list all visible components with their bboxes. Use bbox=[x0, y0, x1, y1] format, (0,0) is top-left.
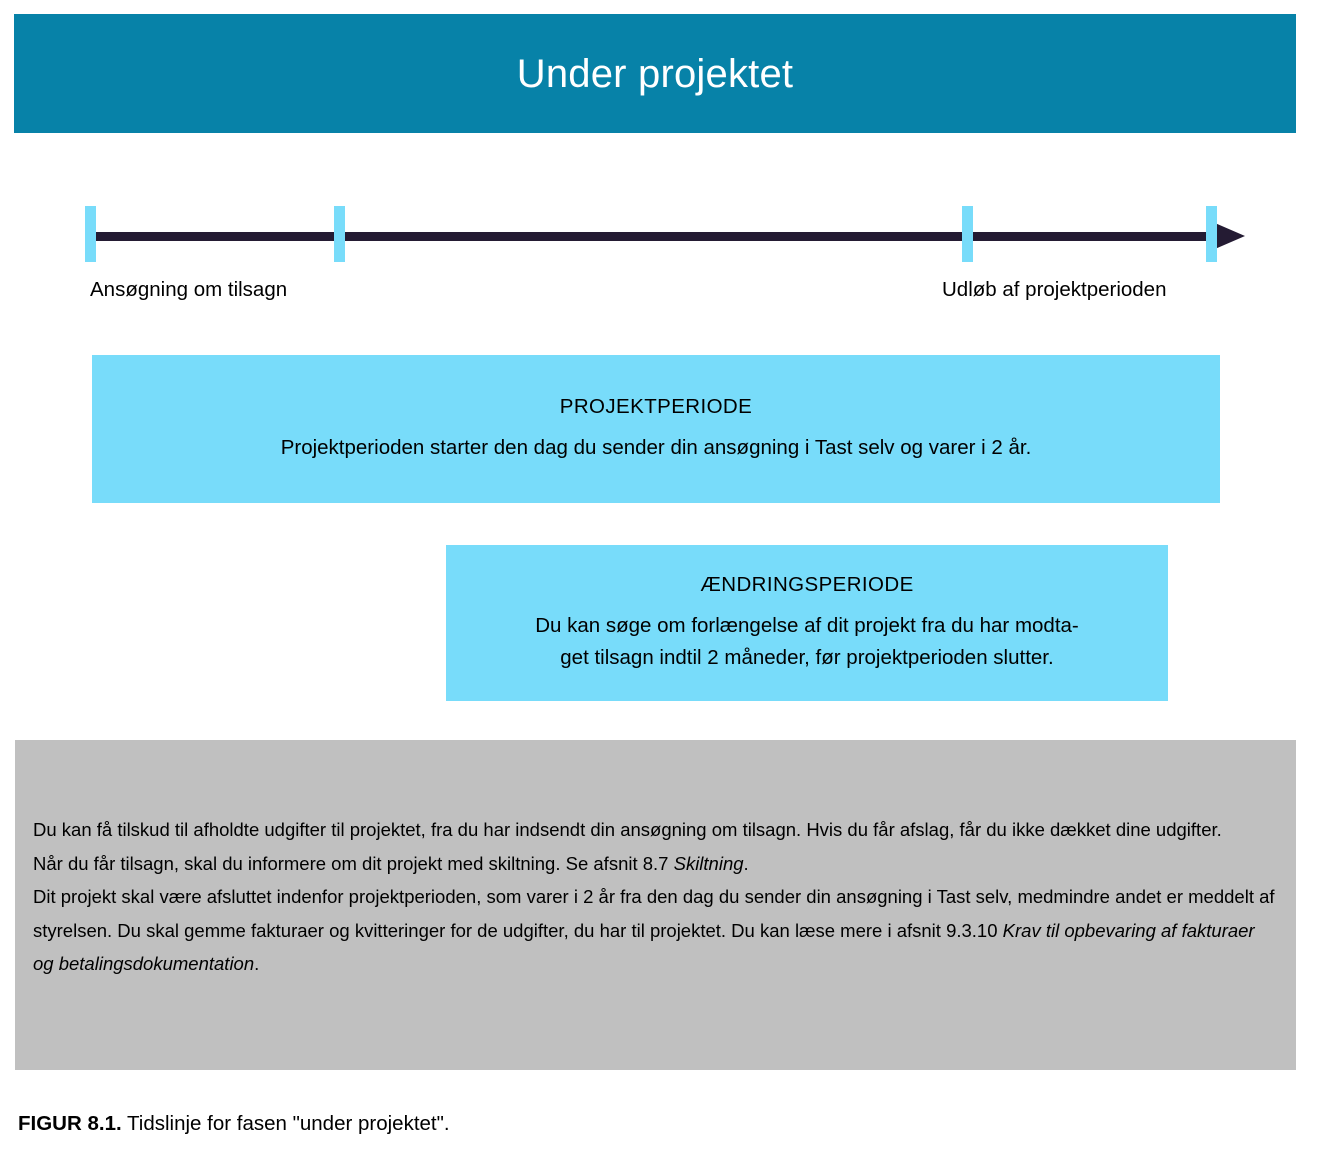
page-banner: Under projektet bbox=[14, 14, 1296, 133]
period-body-line: get tilsagn indtil 2 måneder, før projek… bbox=[560, 645, 1054, 669]
timeline: Ansøgning om tilsagn Udløb af projektper… bbox=[0, 190, 1320, 315]
timeline-tick-tilsagn bbox=[334, 206, 345, 262]
period-body-projektperiode: Projektperioden starter den dag du sende… bbox=[281, 432, 1032, 464]
timeline-label-right: Udløb af projektperioden bbox=[942, 278, 1167, 301]
note-paragraph-2: Når du får tilsagn, skal du informere om… bbox=[33, 847, 1278, 881]
note-p2-reference: Skiltning bbox=[673, 852, 744, 874]
note-p3-suffix: . bbox=[254, 953, 260, 974]
note-block: Du kan få tilskud til afholdte udgifter … bbox=[15, 740, 1296, 1070]
timeline-tick-ansoegning bbox=[85, 206, 96, 262]
period-heading-projektperiode: PROJEKTPERIODE bbox=[559, 394, 753, 418]
period-body-line: Du kan søge om forlængelse af dit projek… bbox=[535, 613, 1079, 637]
period-body-aendringsperiode: Du kan søge om forlængelse af dit projek… bbox=[535, 610, 1079, 674]
period-box-aendringsperiode: ÆNDRINGSPERIODE Du kan søge om forlængel… bbox=[446, 545, 1168, 701]
note-paragraph-1: Du kan få tilskud til afholdte udgifter … bbox=[33, 819, 1222, 840]
note-p2-prefix: Når du får tilsagn, skal du informere om… bbox=[33, 852, 674, 874]
figure-caption-text: Tidslinje for fasen "under projektet". bbox=[121, 1112, 450, 1135]
banner-title: Under projektet bbox=[516, 51, 794, 96]
timeline-label-left: Ansøgning om tilsagn bbox=[90, 278, 288, 301]
note-p2-suffix: . bbox=[743, 852, 749, 874]
figure-caption-label: FIGUR 8.1. bbox=[18, 1112, 122, 1135]
timeline-tick-slut bbox=[1206, 206, 1217, 262]
period-heading-aendringsperiode: ÆNDRINGSPERIODE bbox=[700, 572, 914, 596]
period-box-projektperiode: PROJEKTPERIODE Projektperioden starter d… bbox=[92, 355, 1220, 503]
note-p3-reference: Krav til opbevaring af fakturaer og beta… bbox=[33, 919, 1255, 975]
note-text: Du kan få tilskud til afholdte udgifter … bbox=[33, 813, 1278, 981]
timeline-tick-udloeb bbox=[962, 206, 973, 262]
timeline-axis-line bbox=[88, 232, 1220, 241]
figure-caption: FIGUR 8.1. Tidslinje for fasen "under pr… bbox=[18, 1112, 450, 1136]
period-body-line: Projektperioden starter den dag du sende… bbox=[280, 435, 1032, 459]
note-p3-prefix: Dit projekt skal være afsluttet indenfor… bbox=[33, 886, 1275, 941]
note-paragraph-3: Dit projekt skal være afsluttet indenfor… bbox=[33, 880, 1278, 981]
